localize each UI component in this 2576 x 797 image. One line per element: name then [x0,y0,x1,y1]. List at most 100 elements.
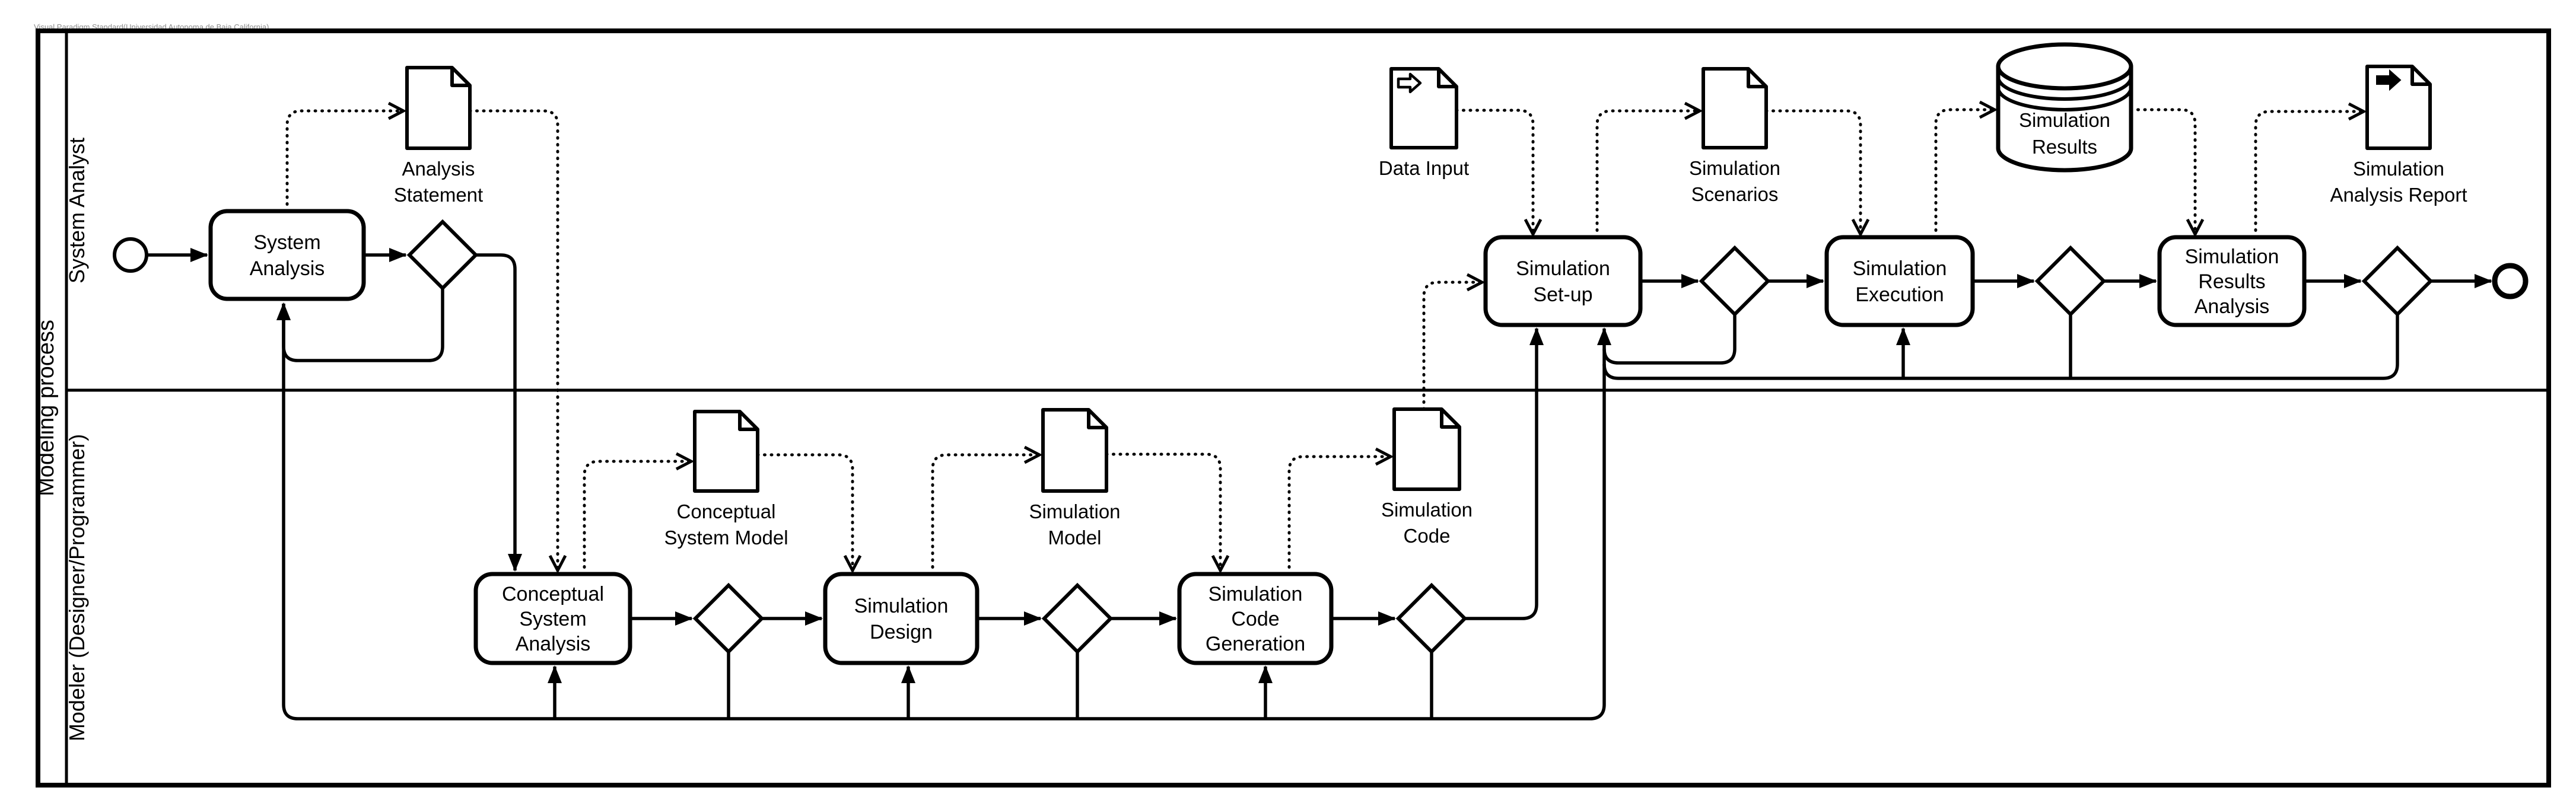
folded-corner-icon [1747,69,1766,88]
flow-gateway-to-setup [1465,327,1544,620]
gateway-simulation-execution[interactable] [2034,245,2107,317]
data-simmodel-to-codegen [1105,452,1230,574]
data-conceptual-to-model [583,452,695,576]
data-setup-to-scenarios [1595,101,1703,239]
gateway-system-analysis[interactable] [406,219,479,291]
document-icon [1702,67,1768,149]
folded-corner-icon [1437,69,1456,88]
document-icon [1041,408,1108,493]
datastore-body-icon [1996,66,2133,173]
gateway-diamond-icon [406,219,479,291]
loop-setup-gateway [1602,314,1737,365]
data-statement-to-conceptual [468,109,567,574]
gateway-simulation-setup[interactable] [1699,245,1771,317]
doc-data-input[interactable]: Data Input [1379,67,1469,179]
start-event-icon [113,237,148,273]
data-execution-to-results-store [1934,100,1998,239]
gateway-diamond-icon [1041,582,1114,655]
gateway-diamond-icon [2361,245,2434,317]
gateway-diamond-icon [1699,245,1771,317]
data-simcode-to-setup [1422,273,1486,411]
feedback-up-to-system-analysis [276,302,298,721]
feedback-top-horizontal [1602,314,2399,380]
folded-corner-icon [2410,66,2430,86]
gateway-results-analysis[interactable] [2361,245,2434,317]
gateway-simulation-design[interactable] [1041,582,1114,655]
document-icon [693,410,759,493]
data-codegen-to-simcode [1287,447,1394,576]
start-event[interactable] [113,237,148,273]
lane-label-system-analyst: System Analyst [65,138,89,283]
document-icon [2365,65,2432,150]
datastore-top-icon [1996,42,2133,91]
gateway-diamond-icon [692,582,765,655]
task-box [1824,235,1975,327]
folded-corner-icon [450,68,470,87]
document-icon [405,66,472,150]
data-model-to-design [756,453,862,574]
data-system-analysis-to-statement [285,101,407,213]
task-box [1177,572,1334,665]
end-event-icon [2492,263,2529,299]
datastore-ring-icon [1996,87,2133,111]
data-scenarios-to-execution [1764,109,1870,238]
gateway-diamond-icon [1395,582,1468,655]
folded-corner-icon [1440,409,1459,429]
pool-title: Modeling process [34,320,59,496]
task-box [2157,235,2307,327]
flow-gateway1-to-conceptual [476,253,522,572]
document-icon [1392,407,1461,491]
data-output-arrow-icon [2376,69,2402,91]
pool-border [36,28,2551,788]
gateway-diamond-icon [2034,245,2107,317]
datastore-ring-icon [1996,76,2133,101]
task-box [473,572,632,665]
gateway-code-generation[interactable] [1395,582,1468,655]
gateway-conceptual-analysis[interactable] [692,582,765,655]
data-input-arrow-icon [1397,72,1422,94]
end-event[interactable] [2492,263,2529,299]
task-box [208,209,366,301]
folded-corner-icon [738,412,758,431]
lane-label-modeler: Modeler (Designer/Programmer) [65,434,89,741]
data-datainput-to-setup [1455,109,1543,238]
task-box [823,572,979,665]
label: Data Input [1379,157,1469,179]
data-analysis-to-report [2254,102,2367,239]
data-design-to-simmodel [931,445,1043,576]
folded-corner-icon [1087,410,1106,429]
feedback-up-to-simulation-setup [1589,327,1611,721]
data-results-store-to-analysis [2129,108,2205,238]
